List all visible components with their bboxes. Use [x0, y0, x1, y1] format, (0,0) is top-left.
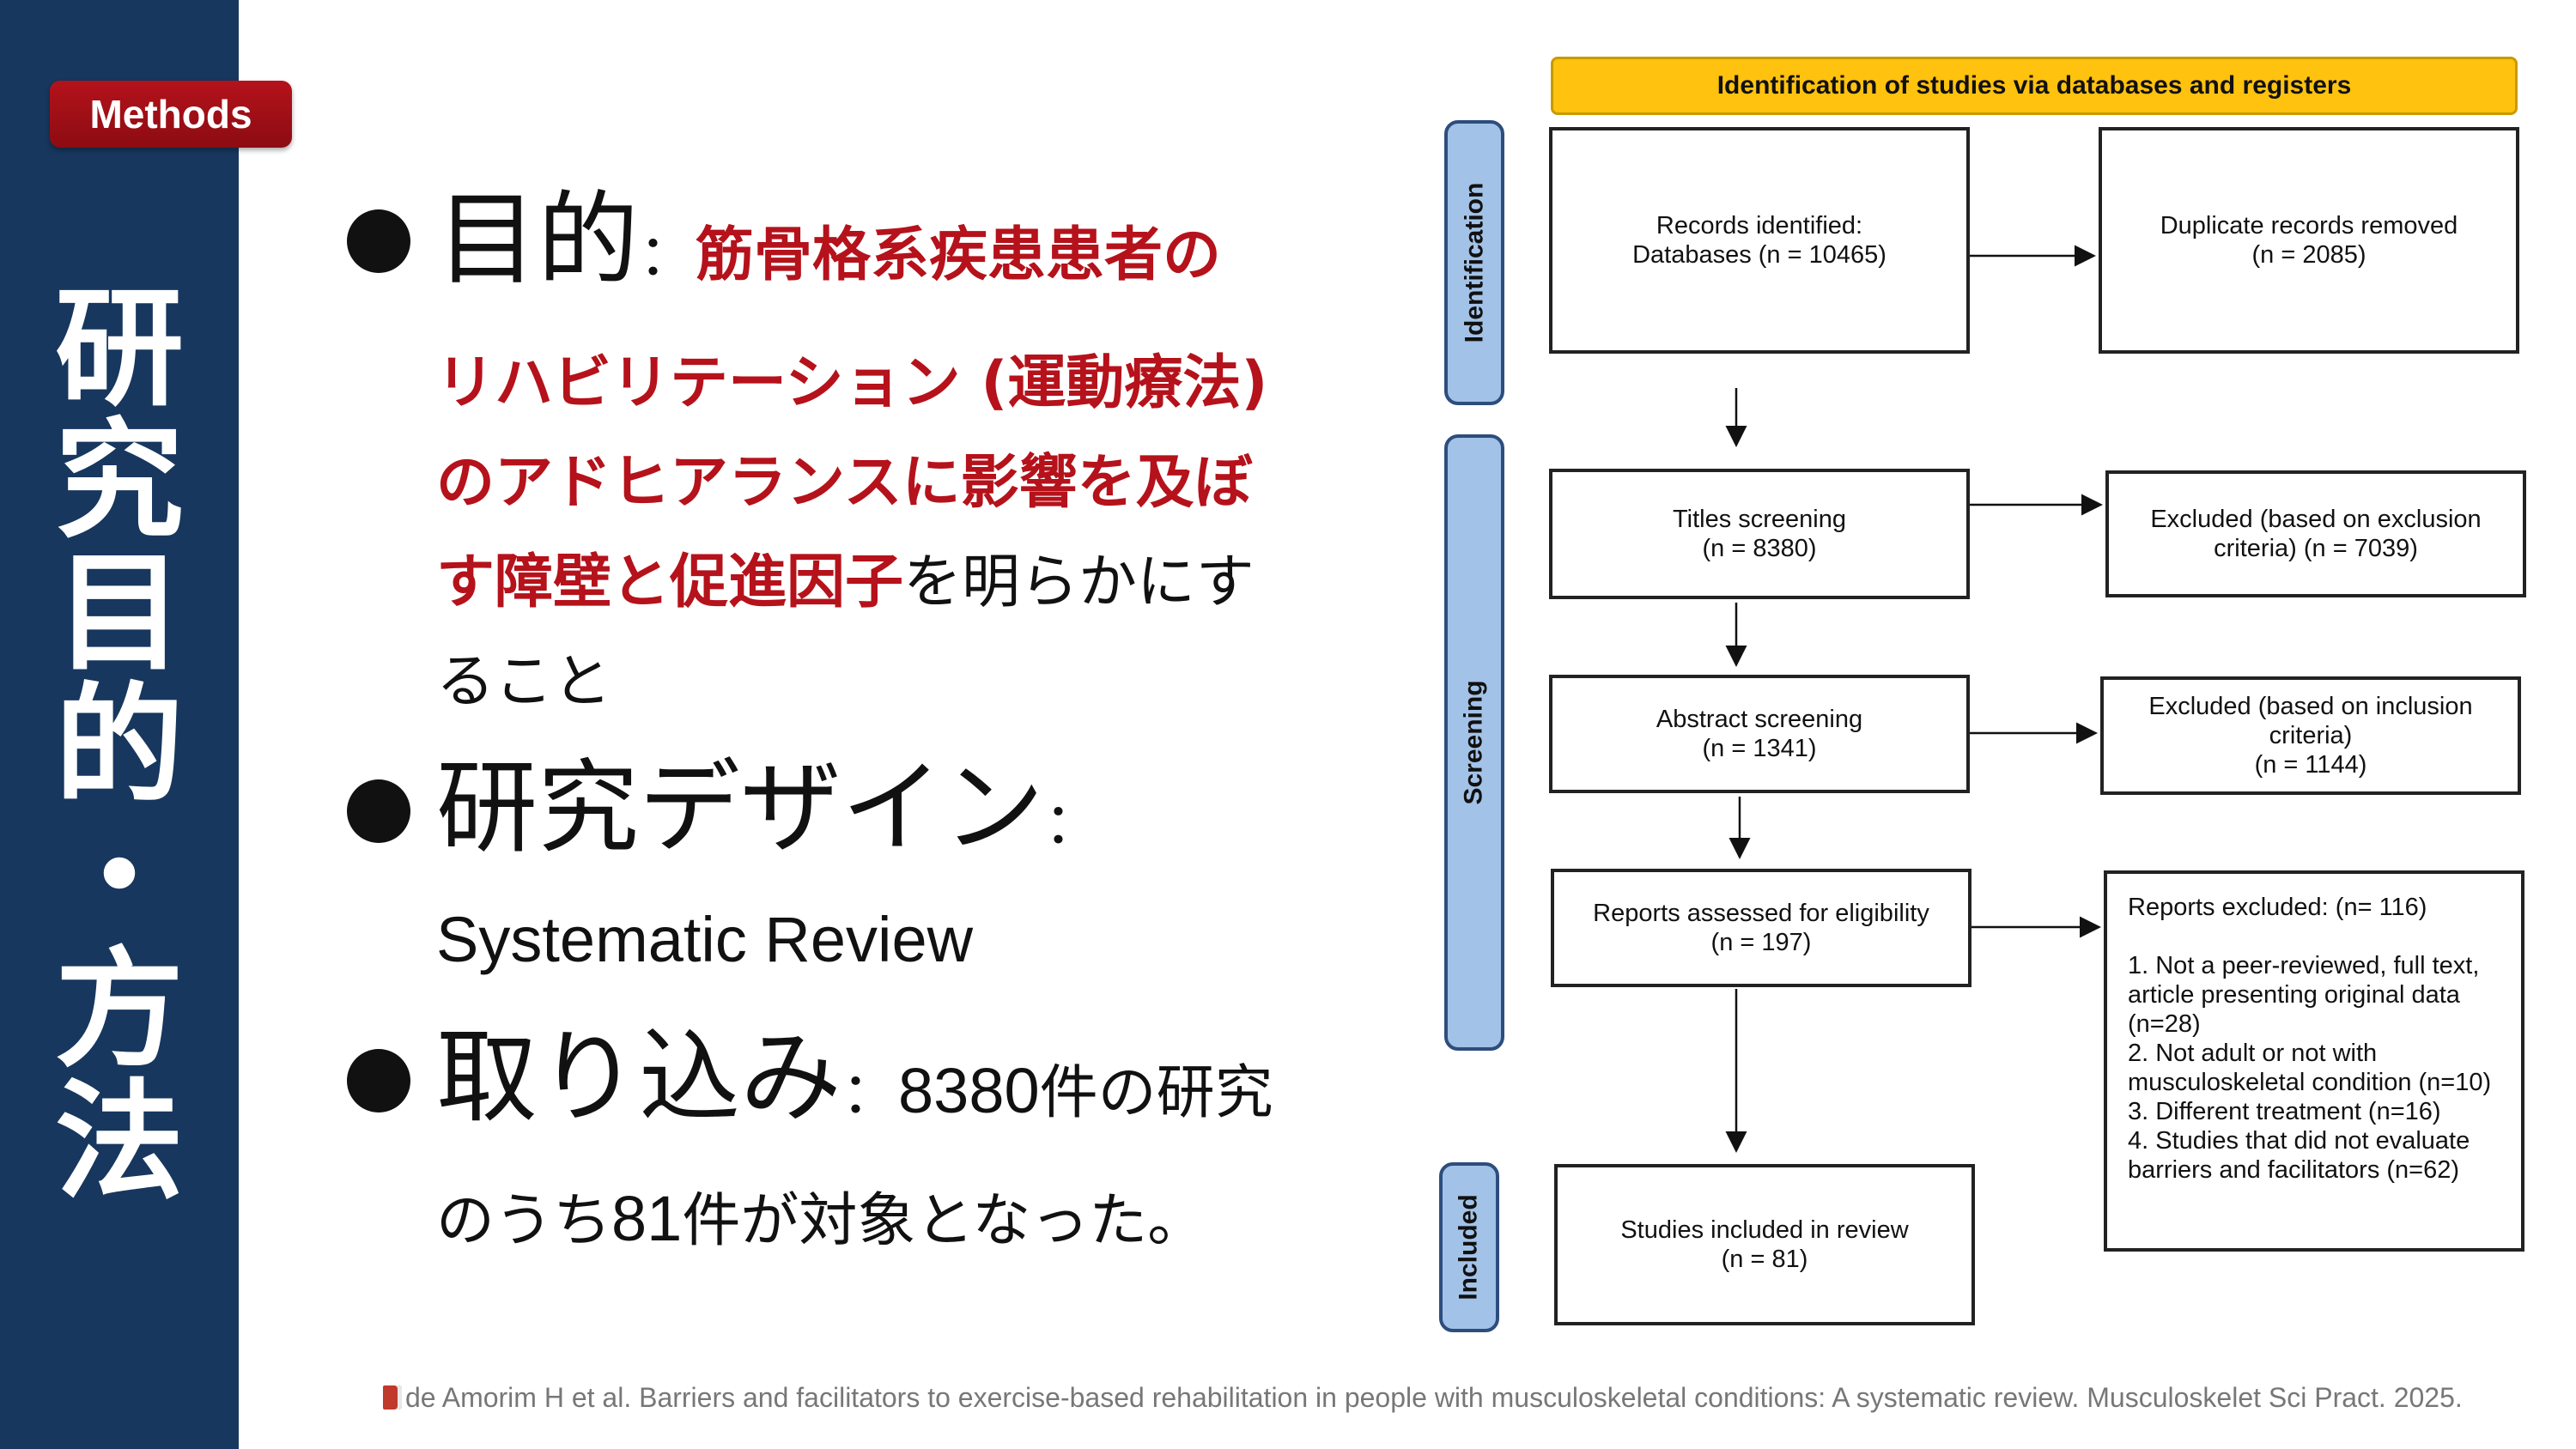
box-studies-included: Studies included in review (n = 81)	[1554, 1164, 1975, 1325]
title-char: ・	[54, 803, 184, 953]
title-char: 方	[54, 936, 184, 1085]
box-reports-assessed: Reports assessed for eligibility (n = 19…	[1551, 869, 1971, 987]
purpose-line-1: 目的：筋骨格系疾患患者の	[436, 184, 1221, 295]
box-duplicates-removed: Duplicate records removed (n = 2085)	[2099, 127, 2519, 354]
vertical-title: 研 究 目 的 ・ 方 法	[0, 283, 239, 1209]
bullet-dot-icon	[347, 209, 410, 273]
citation: de Amorim H et al. Barriers and facilita…	[383, 1382, 2463, 1414]
phase-included: Included	[1439, 1162, 1499, 1332]
box-abstract-screening: Abstract screening (n = 1341)	[1549, 675, 1970, 793]
design-heading: 研究デザイン	[436, 749, 1045, 867]
inclusion-line-1: 取り込み：8380件の研究	[436, 1022, 1273, 1133]
purpose-heading: 目的	[436, 180, 640, 299]
box-excluded-inclusion: Excluded (based on inclusion criteria) (…	[2100, 676, 2521, 795]
title-char: 目	[54, 539, 184, 688]
inclusion-colon: ：	[841, 1060, 899, 1126]
inclusion-text-2b: 件が対象となった。	[682, 1187, 1206, 1255]
bullet-dot-icon	[347, 1049, 410, 1113]
box-records-identified: Records identified: Databases (n = 10465…	[1549, 127, 1970, 354]
inclusion-heading: 取り込み	[436, 1018, 842, 1137]
side-band	[0, 0, 239, 1449]
design-value: Systematic Review	[436, 904, 974, 975]
purpose-red-1: 筋骨格系疾患患者の	[696, 221, 1222, 289]
purpose-colon: ：	[639, 222, 696, 288]
bullet-dot-icon	[347, 779, 410, 843]
inclusion-text-2a: のうち	[436, 1187, 612, 1255]
box-excluded-exclusion: Excluded (based on exclusion criteria) (…	[2105, 470, 2526, 597]
phase-screening: Screening	[1444, 434, 1504, 1051]
citation-text: de Amorim H et al. Barriers and facilita…	[405, 1382, 2463, 1413]
box-titles-screening: Titles screening (n = 8380)	[1549, 469, 1970, 599]
box-reports-excluded: Reports excluded: (n= 116) 1. Not a peer…	[2104, 870, 2524, 1252]
methods-badge: Methods	[50, 81, 292, 148]
phase-identification: Identification	[1444, 120, 1504, 405]
title-char: 究	[54, 407, 184, 556]
purpose-rest-5: ること	[436, 648, 612, 716]
title-char: 的	[54, 671, 184, 821]
title-char: 法	[54, 1068, 184, 1217]
flow-header: Identification of studies via databases …	[1551, 57, 2518, 115]
purpose-rest-4: を明らかにす	[903, 549, 1255, 616]
purpose-red-4: す障壁と促進因子	[436, 549, 904, 616]
book-icon	[383, 1385, 402, 1410]
purpose-red-2: リハビリテーション (運動療法)	[436, 349, 1268, 417]
purpose-red-3: のアドヒアランスに影響を及ぼ	[436, 449, 1253, 517]
design-colon: ：	[1044, 791, 1102, 857]
inclusion-line-2: のうち81件が対象となった。	[436, 1173, 1206, 1258]
purpose-line-4: す障壁と促進因子を明らかにす	[436, 534, 1255, 619]
inclusion-num-1: 8380	[898, 1055, 1040, 1126]
inclusion-num-2: 81	[611, 1183, 683, 1254]
design-line: 研究デザイン：	[436, 752, 1101, 864]
inclusion-text-1: 件の研究	[1039, 1059, 1273, 1127]
title-char: 研	[54, 275, 184, 424]
